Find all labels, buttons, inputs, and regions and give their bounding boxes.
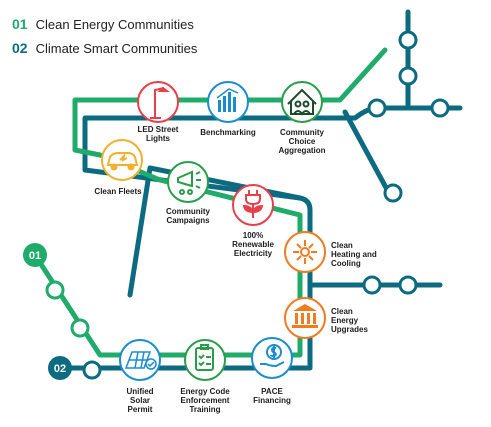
line-01-tag-text: 01	[29, 250, 41, 262]
megaphone-icon	[177, 170, 201, 195]
streetlight-icon	[150, 86, 170, 119]
station-cca	[281, 81, 323, 123]
solar-panel-icon	[124, 351, 157, 370]
stop-marker	[398, 66, 418, 86]
legend-item-2: 02 Climate Smart Communities	[12, 40, 197, 56]
station-heat	[284, 231, 326, 273]
station-pace	[251, 337, 293, 379]
station-label-benchmarking: Benchmarking	[200, 128, 256, 137]
station-renew	[232, 184, 274, 226]
stop-marker	[45, 280, 65, 300]
line-02-tag: 02	[48, 356, 72, 380]
stop-markers	[82, 30, 450, 380]
station-code	[184, 339, 226, 381]
house-people-icon	[287, 88, 317, 116]
station-camp	[167, 161, 209, 203]
electric-car-icon	[106, 152, 139, 171]
station-upgrade	[284, 297, 326, 339]
line-02-tag-text: 02	[54, 363, 66, 375]
stop-marker	[70, 318, 90, 338]
plug-leaf-icon	[242, 190, 264, 218]
legend-number: 01	[12, 16, 28, 32]
stop-marker	[367, 98, 387, 118]
station-led	[137, 81, 179, 123]
stop-marker	[82, 360, 102, 380]
station-fleet	[101, 139, 143, 181]
station-bench	[207, 81, 249, 123]
stop-marker	[362, 275, 382, 295]
legend-number: 02	[12, 40, 28, 56]
stop-marker	[398, 30, 418, 50]
legend-label: Clean Energy Communities	[35, 17, 194, 32]
stop-markers-01	[45, 280, 90, 338]
station-label-fleet: Clean Fleets	[94, 187, 142, 196]
stop-marker	[383, 183, 403, 203]
line-01-tag: 01	[23, 243, 47, 267]
legend-item-1: 01 Clean Energy Communities	[12, 16, 194, 32]
station-solar	[119, 339, 161, 381]
line-02-branch-ne	[342, 9, 411, 198]
building-icon	[292, 304, 318, 328]
stop-marker	[398, 275, 418, 295]
stop-marker	[430, 98, 450, 118]
heat-cool-icon	[293, 240, 317, 264]
clipboard-icon	[195, 344, 214, 371]
bar-chart-icon	[216, 88, 239, 112]
money-hand-icon	[260, 344, 285, 368]
legend-label: Climate Smart Communities	[35, 41, 198, 56]
